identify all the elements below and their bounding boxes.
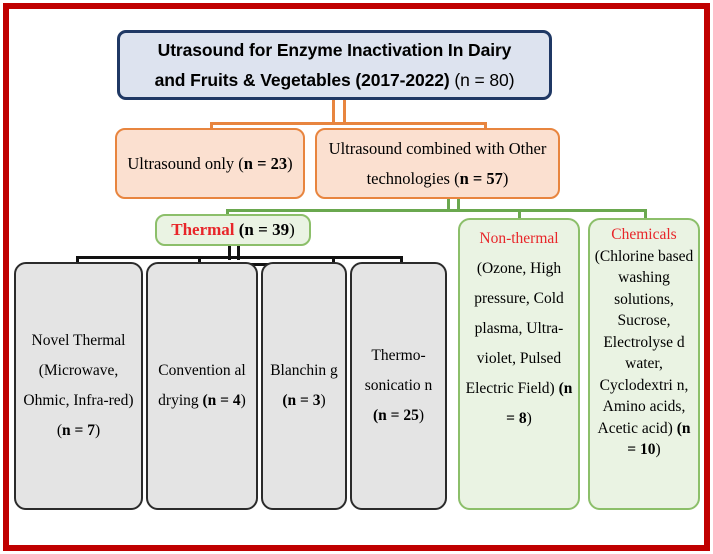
ultrasound-only-count: n = 23 (243, 153, 288, 173)
connector-title-stem (332, 100, 335, 125)
connector-green-stem-b (457, 199, 460, 211)
title-line-1: Utrasound for Enzyme Inactivation In Dai… (157, 40, 512, 60)
thermal-count: (n = 39 (238, 220, 290, 239)
box-novel-thermal: Novel Thermal (Microwave, Ohmic, Infra-r… (14, 262, 143, 510)
novel-thermal-count: n = 7 (62, 422, 95, 439)
box-blanching: Blanchin g (n = 3) (261, 262, 347, 510)
box-ultrasound-combined: Ultrasound combined with Other technolog… (315, 128, 560, 199)
ultrasound-only-text: Ultrasound only ( (127, 153, 244, 173)
title-line-2-bold: and Fruits & Vegetables (2017-2022) (154, 70, 455, 90)
ultrasound-combined-text: Ultrasound combined with Other technolog… (328, 138, 547, 188)
box-ultrasound-only: Ultrasound only (n = 23) (115, 128, 305, 199)
box-non-thermal: Non-thermal (Ozone, High pressure, Cold … (458, 218, 580, 510)
ultrasound-combined-tail: ) (502, 168, 509, 188)
ultrasound-only-tail: ) (287, 153, 293, 173)
connector-green-drop-thermal (226, 209, 229, 216)
connector-title-stem-2 (343, 100, 346, 125)
novel-thermal-text: Novel Thermal (Microwave, Ohmic, Infra-r… (23, 332, 134, 439)
blanching-text: Blanchin g (270, 362, 338, 379)
chemicals-count: (n = 10 (627, 419, 691, 459)
box-chemicals: Chemicals (Chlorine based washing soluti… (588, 218, 700, 510)
conventional-drying-tail: ) (240, 392, 246, 409)
chemicals-label: Chemicals (611, 226, 677, 243)
non-thermal-label: Non-thermal (479, 230, 559, 247)
thermal-label: Thermal (171, 220, 235, 239)
conventional-drying-count: (n = 4 (202, 392, 241, 409)
box-thermal: Thermal (n = 39) (155, 214, 311, 246)
connector-black-drop-1 (76, 256, 79, 263)
connector-black-stem-b (237, 246, 240, 260)
connector-black-drop-2 (198, 256, 201, 265)
connector-black-drop-3 (332, 256, 335, 265)
box-thermosonication: Thermo-sonicatio n (n = 25) (350, 262, 447, 510)
box-conventional-drying: Convention al drying (n = 4) (146, 262, 258, 510)
connector-level2-drop-right (484, 122, 487, 129)
connector-green-stem-a (447, 199, 450, 211)
blanching-tail: ) (320, 392, 326, 409)
non-thermal-tail: ) (526, 410, 532, 427)
novel-thermal-tail: ) (94, 422, 101, 439)
non-thermal-body: (Ozone, High pressure, Cold plasma, Ultr… (465, 260, 564, 397)
ultrasound-combined-count: n = 57 (459, 168, 503, 188)
connector-green-drop-nonthermal (518, 209, 521, 220)
chemicals-tail: ) (655, 441, 661, 458)
thermosonication-tail: ) (418, 407, 425, 424)
connector-level2-drop-left (210, 122, 213, 129)
connector-black-drop-4 (400, 256, 403, 263)
connector-black-stem-a (228, 246, 231, 260)
non-thermal-count: (n = 8 (506, 380, 573, 427)
title-box: Utrasound for Enzyme Inactivation In Dai… (117, 30, 552, 100)
thermosonication-text: Thermo-sonicatio n (364, 347, 433, 394)
connector-green-bus (226, 209, 646, 212)
connector-level2-bus (210, 122, 486, 125)
connector-black-bus-outer (76, 256, 402, 259)
connector-green-drop-chemicals (644, 209, 647, 220)
thermal-count-tail: ) (289, 220, 295, 239)
title-line-2-count: (n = 80) (454, 70, 515, 90)
conventional-drying-text: Convention al drying (158, 362, 246, 409)
thermosonication-count: (n = 25 (372, 407, 419, 424)
chemicals-body: (Chlorine based washing solutions, Sucro… (594, 247, 694, 437)
blanching-count: (n = 3 (282, 392, 321, 409)
